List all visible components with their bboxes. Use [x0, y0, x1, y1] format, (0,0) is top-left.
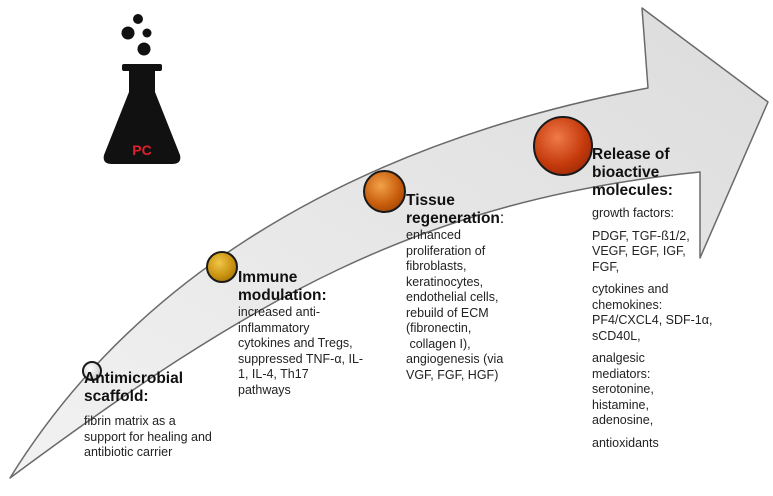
stage-3-dot	[363, 170, 406, 213]
stage-title: Immune modulation:	[238, 269, 327, 304]
stage-immune-modulation: Immune modulation: increased anti- infla…	[238, 269, 388, 398]
stage-antimicrobial-scaffold: Antimicrobial scaffold: fibrin matrix as…	[84, 370, 264, 461]
stage-4-dot	[533, 116, 593, 176]
stage-description: fibrin matrix as a support for healing a…	[84, 414, 212, 459]
flask-label: PC	[132, 142, 151, 158]
stage-title: Release of bioactive molecules:	[592, 146, 673, 199]
stage-2-dot	[206, 251, 238, 283]
stage-description: enhanced proliferation of fibroblasts, k…	[406, 228, 504, 382]
stage-description: increased anti- inflammatory cytokines a…	[238, 305, 364, 397]
stage-title: Antimicrobial scaffold:	[84, 370, 184, 405]
stage-tissue-regeneration: Tissue regeneration: enhanced proliferat…	[406, 192, 556, 383]
stage-1-dot	[82, 361, 102, 381]
stage-release-bioactive-molecules: Release of bioactive molecules: growth f…	[592, 146, 752, 451]
flask-icon: PC	[103, 14, 181, 164]
stage-description: growth factors: PDGF, TGF-ß1/2, VEGF, EG…	[592, 206, 752, 451]
stage-title: Tissue regeneration:	[406, 192, 505, 227]
growth-factors-heading: growth factors:	[592, 206, 674, 220]
